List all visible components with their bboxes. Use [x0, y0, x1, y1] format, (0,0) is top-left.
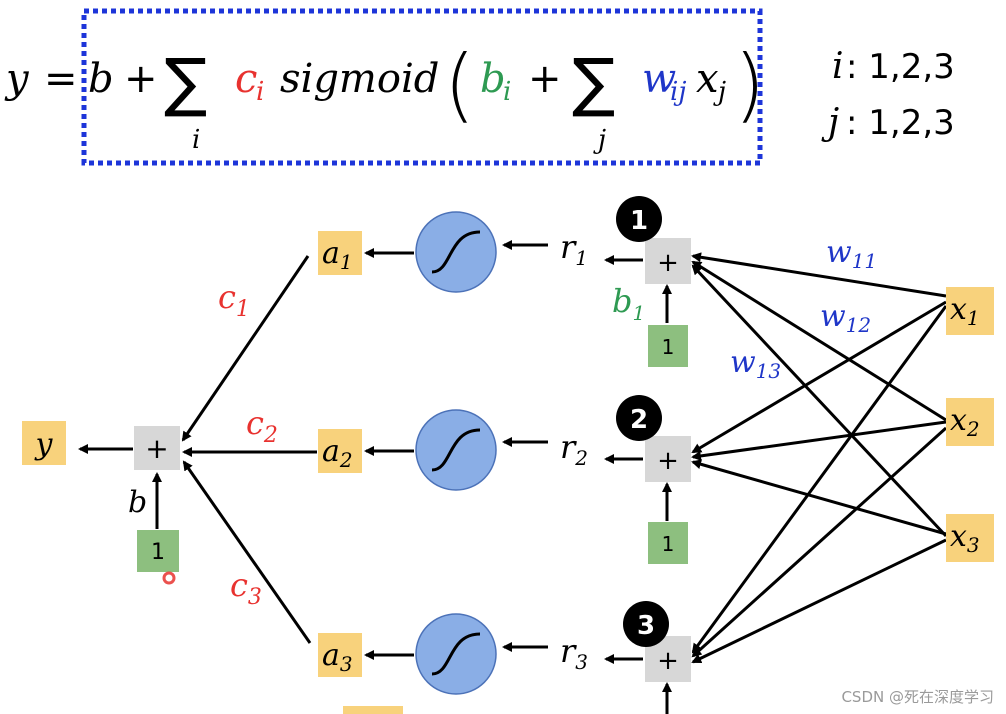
w11-label: w11 — [826, 235, 877, 273]
formula-bi: b — [480, 56, 506, 102]
c-weight-labels: c1 c2 c3 — [218, 278, 278, 610]
output-y-label: y — [34, 427, 54, 462]
connections — [78, 240, 948, 714]
edge-x3-to-sum2 — [691, 459, 947, 536]
neuron-number-2: 2 — [630, 405, 648, 435]
formula-plus-2: + — [528, 56, 562, 102]
hidden-bias-2-value: 1 — [662, 532, 675, 556]
formula-sigmoid: sigmoid — [280, 56, 439, 102]
formula-c-sub: i — [256, 77, 264, 107]
edge-x1-to-sum2 — [691, 300, 947, 454]
watermark: CSDN @死在深度学习 — [841, 688, 994, 706]
formula-right-paren: ) — [734, 38, 765, 131]
formula-sum-index-j: j — [593, 125, 606, 155]
hidden-sum-node-1: + — [645, 238, 691, 284]
hidden-sum-3-plus: + — [657, 646, 679, 676]
output-sum-plus: + — [145, 432, 168, 465]
neuron-badge-3: 3 — [623, 601, 669, 647]
w-weight-labels: w11 w12 w13 — [730, 235, 877, 383]
w13-label: w13 — [730, 345, 781, 383]
edge-x2-to-sum3 — [691, 426, 948, 658]
x1-box: x1 — [946, 287, 994, 335]
output-bias-value: 1 — [151, 540, 165, 565]
edge-x3-to-sum3 — [691, 538, 947, 664]
r1-label: r1 — [560, 228, 588, 270]
range-j-values: : 1,2,3 — [846, 103, 955, 143]
sigmoid-curve-icon — [431, 428, 481, 472]
range-j-label: j — [821, 102, 839, 143]
formula-bi-sub: i — [503, 77, 511, 107]
hidden-sum-1-plus: + — [657, 248, 679, 278]
hidden-sum-node-2: + — [645, 436, 691, 482]
a1-box: a1 — [318, 231, 362, 275]
sigmoid-node-3 — [415, 613, 497, 695]
output-bias-label: b — [128, 485, 147, 520]
formula-b: b — [88, 56, 114, 102]
sigmoid-node-2 — [415, 409, 497, 491]
formula-w-sub: ij — [670, 77, 686, 107]
formula-c: c — [235, 56, 257, 102]
w12-label: w12 — [820, 299, 871, 337]
partial-box-bottom — [343, 706, 403, 714]
range-i-values: : 1,2,3 — [846, 47, 955, 87]
sigmoid-curve-icon — [431, 230, 481, 274]
cursor-dot — [162, 571, 176, 585]
x3-label: x3 — [950, 519, 980, 557]
index-ranges: i : 1,2,3 j : 1,2,3 — [821, 46, 955, 143]
hidden-sum-2-plus: + — [657, 446, 679, 476]
formula-sum-index-i: i — [192, 125, 200, 155]
edge-x3-to-sum1 — [691, 264, 948, 538]
neuron-badge-2: 2 — [616, 395, 662, 441]
neuron-number-3: 3 — [637, 611, 655, 641]
a1-label: a1 — [322, 236, 353, 274]
r2-label: r2 — [560, 428, 588, 470]
arrow-a1-to-sum — [181, 255, 310, 442]
arrow-a3-to-sum — [182, 460, 312, 644]
neuron-badge-1: 1 — [616, 196, 662, 242]
edge-x1-to-sum3 — [691, 305, 948, 654]
output-y-box: y — [22, 421, 66, 465]
x2-label: x2 — [950, 403, 980, 441]
formula: y = b + ∑ i c i sigmoid ( b i + ∑ j w ij… — [4, 8, 765, 166]
hidden-bias-box-1: 1 — [648, 325, 688, 367]
c3-label: c3 — [230, 566, 262, 610]
formula-dotted-box — [81, 8, 763, 166]
hidden-bias-1-value: 1 — [662, 335, 675, 359]
neuron-number-1: 1 — [630, 206, 648, 236]
b1-label: b1 — [612, 282, 645, 325]
r3-label: r3 — [560, 632, 588, 674]
output-bias-box: 1 — [137, 530, 179, 572]
formula-sum-i: ∑ — [164, 46, 207, 120]
r-labels: r1 r2 r3 — [560, 228, 588, 674]
x2-box: x2 — [946, 398, 994, 446]
edge-x2-to-sum2 — [691, 420, 947, 461]
c1-label: c1 — [218, 278, 250, 322]
hidden-bias-box-2: 1 — [648, 522, 688, 564]
a3-box: a3 — [318, 633, 362, 677]
formula-equals: = — [44, 56, 78, 102]
a3-label: a3 — [322, 638, 353, 676]
x3-box: x3 — [946, 514, 994, 562]
a2-label: a2 — [322, 434, 353, 472]
sigmoid-curve-icon — [431, 632, 481, 676]
formula-w: w — [642, 56, 676, 102]
sigmoid-node-1 — [415, 211, 497, 293]
formula-plus-1: + — [124, 56, 158, 102]
formula-left-paren: ( — [444, 38, 475, 131]
a2-box: a2 — [318, 429, 362, 473]
range-i-label: i — [832, 46, 844, 87]
formula-sum-j: ∑ — [572, 46, 615, 120]
formula-x: x — [696, 56, 719, 102]
x1-label: x1 — [950, 292, 980, 330]
c2-label: c2 — [246, 404, 278, 448]
edge-x2-to-sum1 — [691, 260, 947, 422]
edge-x1-to-sum1 — [691, 252, 947, 298]
output-sum-node: + — [134, 426, 180, 470]
formula-y: y — [4, 56, 30, 102]
